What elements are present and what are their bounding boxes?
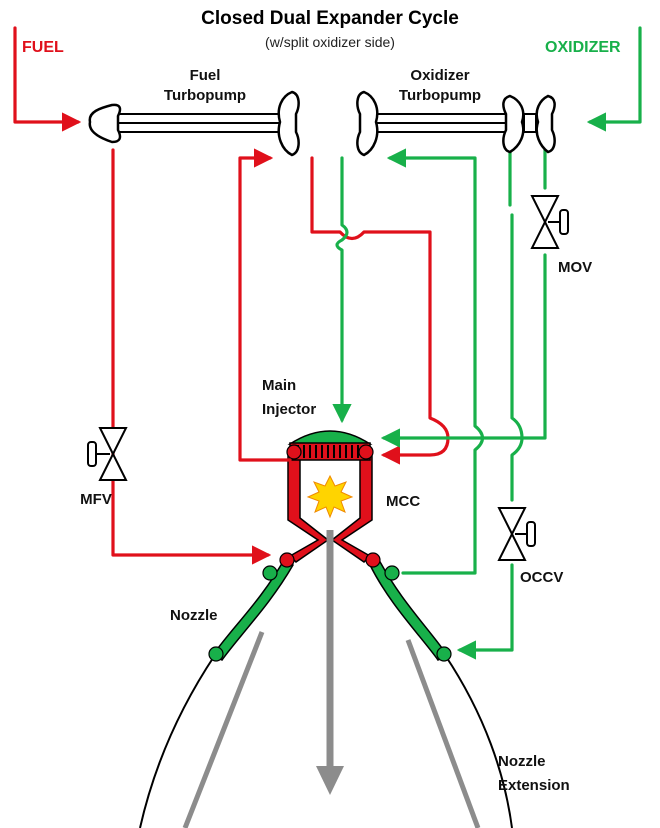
diagram-title: Closed Dual Expander Cycle [201, 8, 459, 29]
fuel-lines [13, 26, 450, 565]
exhaust-arrow-icon [316, 766, 344, 795]
fuel-pump-discharge-line [111, 148, 272, 565]
oxidizer-turbopump-label-line2: Turbopump [399, 87, 481, 104]
fuel-turbopump-label-line1: Fuel [190, 67, 221, 84]
exhaust-streak-right [405, 639, 481, 828]
fuel-input-label: FUEL [22, 39, 64, 56]
oxidizer-pump-impeller-b-icon [535, 94, 556, 154]
fuel-inlet-line [13, 26, 82, 132]
oxidizer-main-line [384, 148, 547, 438]
occv-label: OCCV [520, 569, 563, 586]
oxidizer-turbine-exhaust-line [332, 156, 352, 424]
mfv-valve [87, 427, 128, 481]
oxidizer-turbine-rotor-icon [356, 90, 379, 157]
fuel-pump-impeller-icon [88, 103, 122, 144]
oxidizer-input-label: OXIDIZER [545, 39, 621, 56]
nozzle [208, 556, 452, 662]
main-injector-label-line2: Injector [262, 401, 316, 418]
oxidizer-inlet-line [586, 26, 642, 132]
fuel-turbine-exhaust-line [310, 156, 450, 465]
main-combustion-chamber [279, 455, 381, 795]
occv-to-nozzle-line [456, 563, 514, 660]
main-injector-label-line1: Main [262, 377, 296, 394]
exhaust-streak-left [182, 631, 265, 828]
mov-label: MOV [558, 259, 592, 276]
occv-valve [497, 507, 536, 561]
oxidizer-lines [332, 26, 642, 660]
mcc-label: MCC [386, 493, 420, 510]
oxidizer-turbopump-label-line1: Oxidizer [410, 67, 469, 84]
nozzle-label: Nozzle [170, 607, 218, 624]
main-injector [286, 430, 374, 461]
oxidizer-to-occv-line [510, 213, 524, 502]
nozzle-extension [139, 631, 513, 828]
fuel-jacket-to-turbine-line [238, 148, 292, 462]
oxidizer-pump-impeller-a-icon [502, 94, 525, 154]
nozzle-extension-label-line1: Nozzle [498, 753, 546, 770]
oxidizer-turbopump [356, 90, 556, 157]
fuel-turbine-rotor-icon [277, 90, 300, 157]
combustion-flame-icon [306, 474, 354, 519]
mfv-label: MFV [80, 491, 112, 508]
fuel-turbopump [88, 90, 300, 157]
diagram-subtitle: (w/split oxidizer side) [265, 34, 395, 50]
fuel-turbopump-label-line2: Turbopump [164, 87, 246, 104]
nozzle-extension-label-line2: Extension [498, 777, 570, 794]
nozzle-to-turbine-line [386, 148, 485, 575]
mov-valve [530, 195, 569, 249]
